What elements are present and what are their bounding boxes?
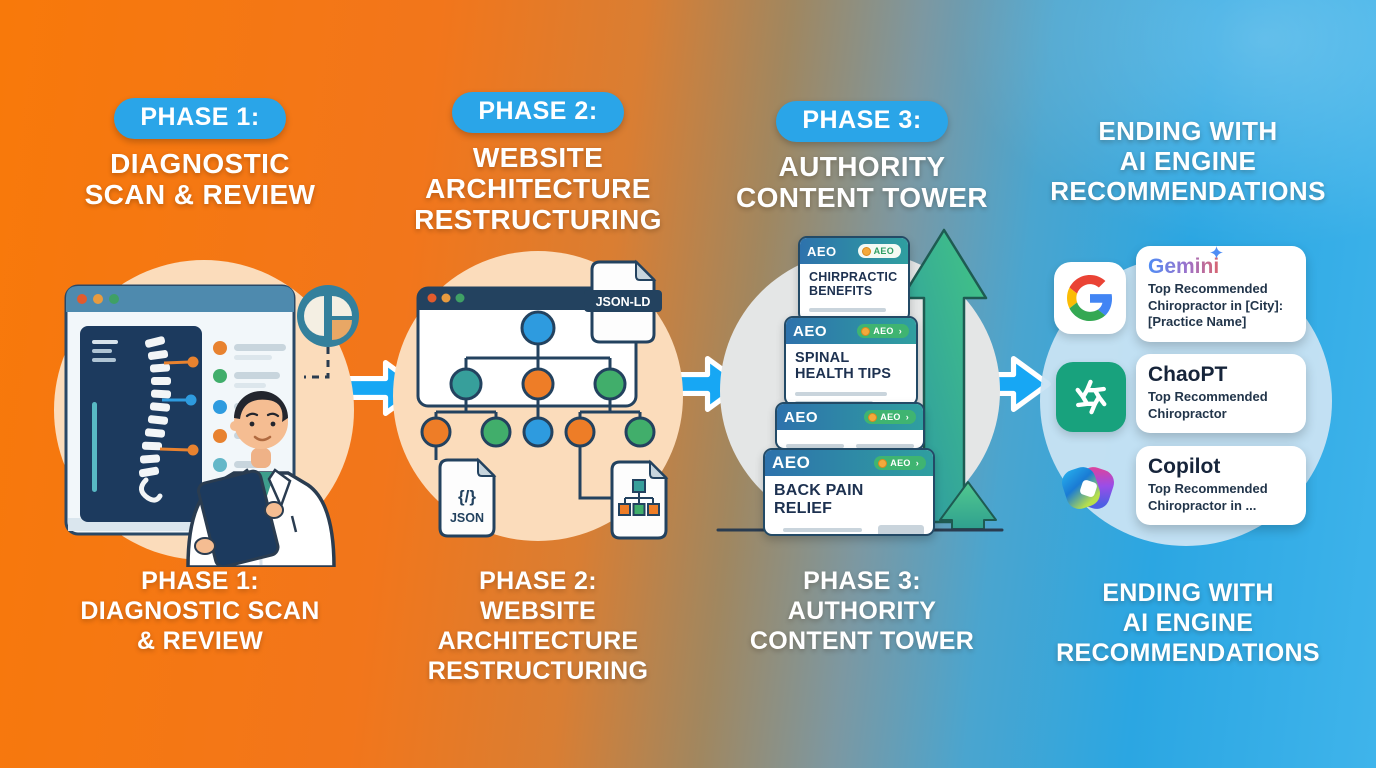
- aeo-card-2: AEO AEO SPINAL HEALTH TIPS: [784, 316, 918, 406]
- phase2-title-line1: WEBSITE: [472, 142, 604, 173]
- thumbnail-block: [878, 525, 924, 534]
- chaopt-wordmark: ChaoPT: [1148, 363, 1228, 386]
- copilot-icon: [1062, 467, 1114, 509]
- phase2-title-line3: RESTRUCTURING: [414, 204, 662, 235]
- phase1-title-line1: DIAGNOSTIC: [110, 148, 290, 179]
- phase3-title-line2: CONTENT TOWER: [735, 182, 988, 213]
- aeo-card-2-header: AEO AEO: [786, 318, 916, 344]
- aeo-card-1-header: AEO AEO: [800, 238, 908, 264]
- phase3-pill: PHASE 3:: [776, 101, 948, 142]
- sitemap-file-icon: [610, 459, 669, 540]
- phase1-header: PHASE 1: DIAGNOSTIC SCAN & REVIEW: [30, 98, 370, 210]
- phase4-caption: ENDING WITH AI ENGINE RECOMMENDATIONS: [1056, 579, 1320, 667]
- phase1-pill: PHASE 1:: [114, 98, 286, 139]
- sitemap-nodes: [420, 310, 656, 448]
- scan-annotations: [159, 356, 199, 456]
- aeo-label: AEO: [772, 453, 811, 472]
- doctor-illustration: [186, 391, 336, 567]
- gemini-sparkle-icon: [1210, 246, 1224, 259]
- gemini-wordmark: Gemini: [1148, 255, 1220, 278]
- copilot-desc: Top Recommended Chiropractor in ...: [1148, 481, 1268, 513]
- spine-scan-panel: [80, 326, 202, 522]
- phase3-caption: PHASE 3: AUTHORITY CONTENT TOWER: [749, 567, 975, 655]
- phase4-title-line2: AI ENGINE: [1119, 146, 1257, 176]
- google-tile: [1054, 262, 1126, 334]
- phase3-illustration: AEO AEO CHIRPRACTIC BENEFITS AEO AEO SPI…: [700, 226, 1020, 546]
- aeo-label: AEO: [793, 322, 828, 340]
- aeo-badge: AEO: [857, 324, 909, 338]
- phase1-title: DIAGNOSTIC SCAN & REVIEW: [30, 148, 370, 210]
- aeo-label: AEO: [784, 408, 819, 426]
- phase2-title-line2: ARCHITECTURE: [425, 173, 651, 204]
- phase2-illustration: JSON-LD {/} JSON: [393, 251, 683, 541]
- phase2-caption: PHASE 2: WEBSITE ARCHITECTURE RESTRUCTUR…: [427, 567, 649, 685]
- coin-icon: [868, 412, 878, 422]
- chatgpt-tile: [1056, 362, 1126, 432]
- aeo-card-1: AEO AEO CHIRPRACTIC BENEFITS: [798, 236, 910, 322]
- phase3-title-line1: AUTHORITY: [778, 151, 946, 182]
- phase2-header: PHASE 2: WEBSITE ARCHITECTURE RESTRUCTUR…: [370, 92, 706, 235]
- coin-icon: [861, 326, 871, 336]
- chatgpt-icon: [1075, 379, 1107, 415]
- phase3-title: AUTHORITY CONTENT TOWER: [706, 151, 1018, 213]
- aeo-label: AEO: [807, 243, 837, 259]
- phase1-caption: PHASE 1: DIAGNOSTIC SCAN & REVIEW: [80, 567, 320, 655]
- copilot-tile: [1050, 450, 1126, 526]
- phase4-title-line3: RECOMMENDATIONS: [1050, 176, 1326, 206]
- coin-icon: [878, 458, 888, 468]
- json-glyph: {/}: [458, 487, 476, 506]
- json-label: JSON: [450, 511, 484, 525]
- phase4-title: ENDING WITH AI ENGINE RECOMMENDATIONS: [1030, 116, 1346, 206]
- gemini-desc: Top Recommended Chiropractor in [City]: …: [1148, 281, 1284, 330]
- chaopt-card: ChaoPT Top Recommended Chiropractor: [1136, 354, 1306, 434]
- aeo-badge: AEO: [864, 410, 916, 424]
- copilot-card: Copilot Top Recommended Chiropractor in …: [1136, 446, 1306, 526]
- aeo-badge: AEO: [874, 456, 926, 470]
- phase1-illustration: [54, 260, 359, 567]
- aeo-card-4: AEO AEO BACK PAIN RELIEF: [763, 448, 935, 536]
- json-file-icon: {/} JSON: [438, 457, 497, 538]
- phase4-header: ENDING WITH AI ENGINE RECOMMENDATIONS: [1030, 116, 1346, 206]
- gemini-card: Gemini Top Recommended Chiropractor in […: [1136, 246, 1306, 342]
- aeo-card-3: AEO AEO: [775, 402, 925, 450]
- spine-graphic: [138, 336, 172, 503]
- aeo-card-3-header: AEO AEO: [777, 404, 923, 430]
- phase1-title-line2: SCAN & REVIEW: [84, 179, 316, 210]
- jsonld-file-icon: JSON-LD: [584, 259, 662, 344]
- google-g-icon: [1067, 275, 1113, 321]
- phase2-pill: PHASE 2:: [452, 92, 624, 133]
- aeo-badge: AEO: [857, 244, 901, 258]
- jsonld-label: JSON-LD: [596, 295, 651, 309]
- phase3-header: PHASE 3: AUTHORITY CONTENT TOWER: [706, 101, 1018, 213]
- coin-icon: [861, 246, 871, 256]
- chaopt-desc: Top Recommended Chiropractor: [1148, 389, 1268, 421]
- aeo-card-4-header: AEO AEO: [765, 450, 933, 476]
- sitemap-tree: [434, 344, 642, 500]
- aeo-card-1-title: CHIRPRACTIC BENEFITS: [809, 270, 898, 298]
- copilot-wordmark: Copilot: [1148, 455, 1221, 478]
- pie-chart-icon: [297, 285, 359, 379]
- aeo-card-4-title: BACK PAIN RELIEF: [774, 482, 864, 517]
- phase2-title: WEBSITE ARCHITECTURE RESTRUCTURING: [370, 142, 706, 235]
- phase4-title-line1: ENDING WITH: [1098, 116, 1278, 146]
- aeo-card-2-title: SPINAL HEALTH TIPS: [795, 350, 892, 382]
